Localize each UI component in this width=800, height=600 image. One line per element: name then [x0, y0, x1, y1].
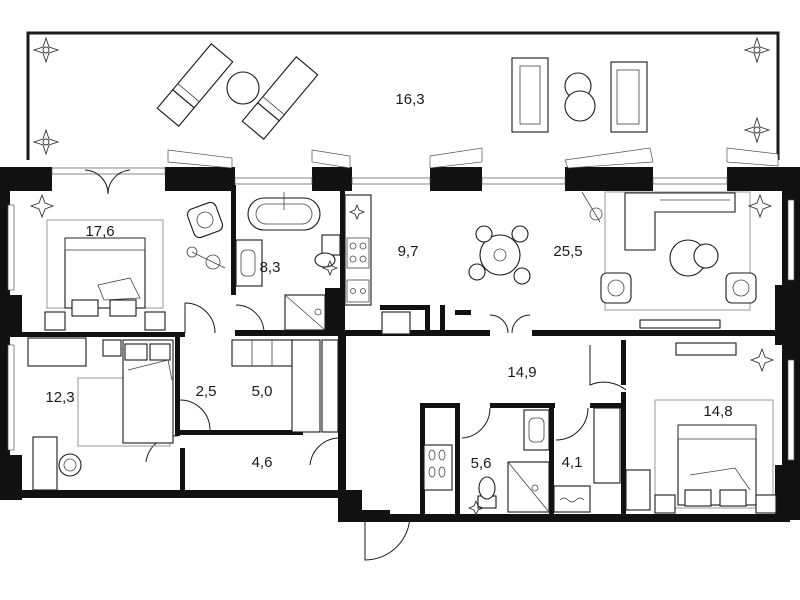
desk-icon [27, 337, 87, 367]
wardrobe: 5,0 [231, 339, 339, 433]
coffee-table-icon [564, 72, 596, 122]
kitchen-counter [344, 194, 372, 306]
sink-icon [523, 409, 550, 451]
plant-icon [747, 193, 773, 219]
room-area-living-room: 25,5 [553, 243, 582, 260]
nightstand-icon [102, 339, 122, 357]
terrace: 16,3 [26, 31, 780, 160]
laundry-shelf [593, 407, 621, 484]
plant-icon [348, 203, 366, 221]
room-area-corridor-small: 2,5 [196, 383, 217, 400]
plant-icon [32, 128, 60, 156]
side-table-icon [226, 71, 260, 105]
bedroom-small: 12,3 [27, 337, 174, 491]
bathroom-main: 8,3 [235, 192, 341, 331]
shower-icon [507, 461, 550, 513]
plant-icon [743, 36, 771, 64]
plant-icon [321, 259, 339, 277]
nightstand-icon [44, 311, 66, 331]
shower-icon [284, 294, 326, 331]
sun-lounger-icon [156, 43, 234, 127]
room-area-kitchen: 9,7 [398, 243, 419, 260]
stove-icon [346, 237, 370, 269]
dresser-icon [32, 436, 58, 491]
toilet-icon [477, 476, 497, 509]
room-area-hall: 14,9 [507, 364, 536, 381]
sun-lounger-icon [241, 56, 319, 140]
bed-icon [677, 424, 757, 507]
armchair-icon [600, 272, 632, 304]
living-room: 25,5 [468, 191, 773, 329]
laundry: 4,1 [553, 407, 621, 513]
plant-icon [32, 36, 60, 64]
bedroom-west: 17,6 [29, 193, 226, 331]
windows [7, 167, 795, 461]
toilet-icon [314, 234, 341, 268]
sink-icon [346, 279, 370, 303]
sink-icon [235, 239, 263, 287]
wardrobe-shelf [321, 339, 339, 433]
nightstand-icon [654, 494, 676, 514]
sofa-icon [624, 192, 736, 251]
armchair-icon [725, 272, 757, 304]
nightstand-icon [755, 494, 777, 514]
shoe-rack-icon [423, 444, 453, 491]
room-area-entrance-hall: 4,6 [252, 454, 273, 471]
terrace-doors [84, 147, 779, 195]
dresser-icon [625, 469, 651, 511]
floor-lamp-icon [186, 246, 226, 270]
plant-icon [749, 347, 775, 373]
coffee-table-icon [669, 239, 719, 277]
plant-icon [743, 116, 771, 144]
bedroom-east: 14,8 [625, 342, 777, 514]
fridge-icon [381, 311, 411, 335]
floor-lamp-icon [581, 191, 603, 223]
sofa-icon [511, 57, 549, 133]
washing-machine-icon [553, 485, 591, 513]
room-area-bathroom-guest: 5,6 [471, 455, 492, 472]
room-area-bedroom-small: 12,3 [45, 389, 74, 406]
interior-walls [10, 185, 782, 517]
kitchen: 9,7 [344, 194, 419, 335]
armchair-icon [58, 453, 82, 477]
terrace-railing [26, 31, 780, 160]
bathroom-guest: 5,6 [423, 409, 550, 517]
room-area-bedroom-west: 17,6 [85, 223, 114, 240]
hall: 14,9 [507, 364, 536, 381]
room-area-bathroom-main: 8,3 [260, 259, 281, 276]
room-area-terrace: 16,3 [395, 91, 424, 108]
wardrobe-shelf [291, 339, 321, 433]
sofa-icon [610, 61, 648, 133]
entrance-hall: 4,6 [252, 454, 273, 471]
nightstand-icon [144, 311, 166, 331]
room-area-wardrobe: 5,0 [252, 383, 273, 400]
bathtub-icon [247, 192, 321, 231]
exterior-walls [0, 167, 800, 522]
armchair-icon [186, 201, 224, 239]
living-rug [604, 191, 751, 311]
plant-icon [467, 499, 485, 517]
wardrobe-rack-icon [231, 339, 293, 367]
room-area-bedroom-east: 14,8 [703, 403, 732, 420]
corridor-small: 2,5 [196, 383, 217, 400]
tv-icon [675, 342, 737, 356]
room-area-laundry: 4,1 [562, 454, 583, 471]
bed-icon [64, 237, 146, 317]
dining-table-icon [468, 225, 531, 285]
plant-icon [29, 193, 55, 219]
tv-icon [639, 319, 721, 329]
bed-icon [122, 339, 174, 444]
